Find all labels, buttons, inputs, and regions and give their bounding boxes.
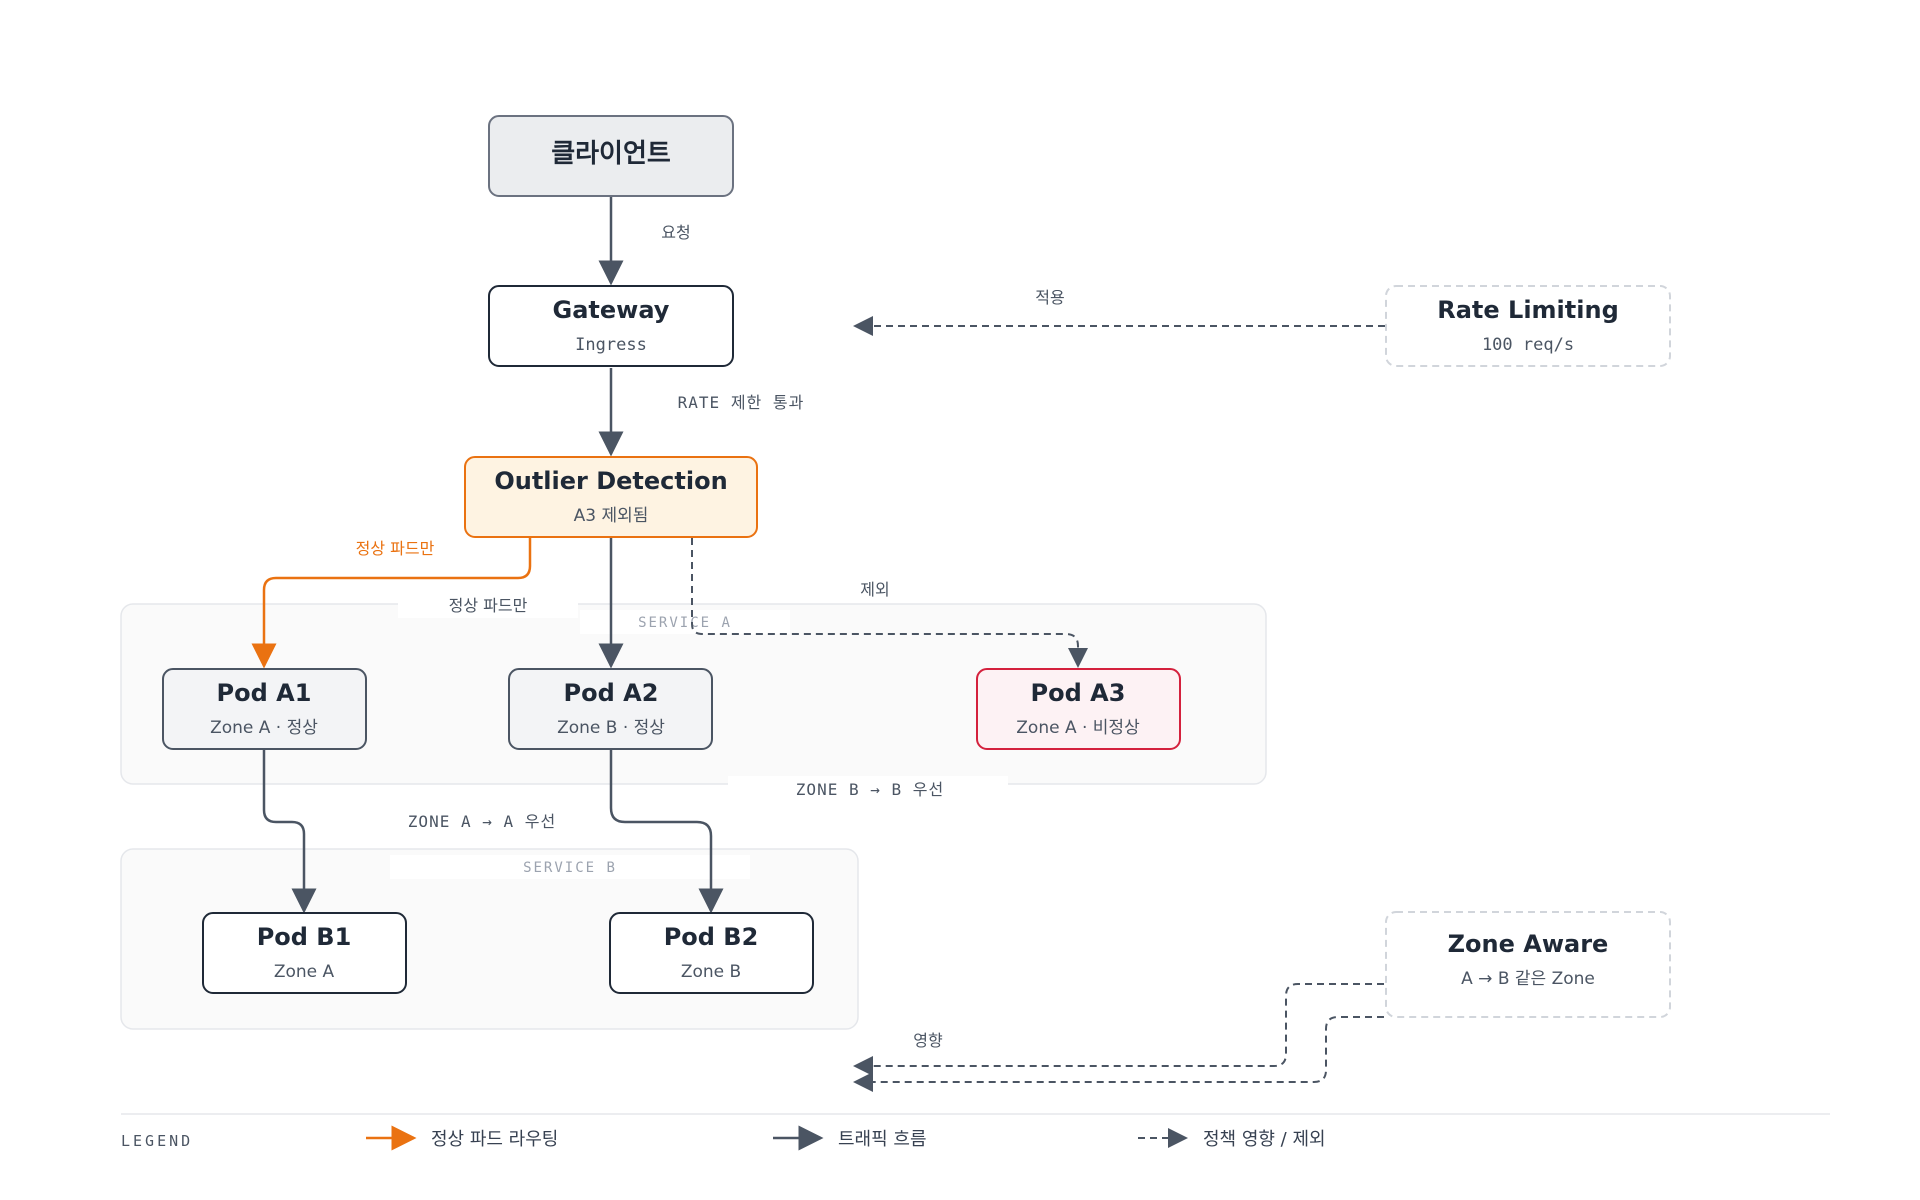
legend-label-healthy-routing: 정상 파드 라우팅 xyxy=(431,1129,558,1150)
edge-label-influence: 영향 xyxy=(913,1031,943,1050)
service-b-label: SERVICE B xyxy=(523,860,617,876)
edge-zone-influence: 영향 xyxy=(853,983,1384,1092)
node-rate-title: Rate Limiting xyxy=(1437,296,1619,324)
node-pod-b2[interactable]: Pod B2 Zone B xyxy=(609,912,814,994)
node-pod-b1-sub: Zone A xyxy=(274,962,335,982)
node-pod-a2-title: Pod A2 xyxy=(564,679,659,707)
edge-label-zone-b: ZONE B → B 우선 xyxy=(796,780,944,799)
legend-item-policy: 정책 영향 / 제외 xyxy=(1138,1128,1326,1150)
edge-pod-a2-pod-b2: ZONE B → B 우선 xyxy=(609,750,1008,914)
node-pod-b2-title: Pod B2 xyxy=(664,923,759,951)
node-outlier-detection[interactable]: Outlier Detection A3 제외됨 xyxy=(464,456,758,538)
legend-item-healthy-routing: 정상 파드 라우팅 xyxy=(366,1125,558,1151)
edge-label-apply: 적용 xyxy=(1035,288,1064,307)
edge-outlier-pod-a3: 제외 xyxy=(691,538,1088,668)
node-pod-b1-title: Pod B1 xyxy=(257,923,352,951)
edge-label-healthy: 정상 파드만 xyxy=(449,596,528,615)
node-pod-b1[interactable]: Pod B1 Zone A xyxy=(202,912,407,994)
node-zone-title: Zone Aware xyxy=(1448,930,1609,958)
edge-pod-a1-pod-b1: ZONE A → A 우선 xyxy=(262,750,556,914)
legend-item-traffic-flow: 트래픽 흐름 xyxy=(773,1125,927,1151)
node-pod-a3[interactable]: Pod A3 Zone A · 비정상 xyxy=(976,668,1181,750)
service-a-label: SERVICE A xyxy=(638,615,732,631)
node-client[interactable]: 클라이언트 xyxy=(488,115,734,197)
node-rate-sub: 100 req/s xyxy=(1482,335,1574,355)
node-pod-a1[interactable]: Pod A1 Zone A · 정상 xyxy=(162,668,367,750)
node-outlier-title: Outlier Detection xyxy=(494,467,727,495)
node-pod-a2[interactable]: Pod A2 Zone B · 정상 xyxy=(508,668,713,750)
node-gateway-title: Gateway xyxy=(553,296,670,324)
edge-client-gateway: 요청 xyxy=(598,197,691,286)
edge-label-zone-a: ZONE A → A 우선 xyxy=(408,812,556,831)
node-pod-a1-sub: Zone A · 정상 xyxy=(210,718,318,738)
edge-label-request: 요청 xyxy=(661,223,690,242)
edge-outlier-pod-a2: 정상 파드만 xyxy=(398,538,624,669)
edge-label-healthy-orange: 정상 파드만 xyxy=(356,539,435,558)
node-outlier-sub: A3 제외됨 xyxy=(574,506,649,526)
node-pod-a2-sub: Zone B · 정상 xyxy=(557,718,665,738)
node-zone-aware[interactable]: Zone Aware A → B 같은 Zone xyxy=(1385,911,1671,1018)
node-gateway[interactable]: Gateway Ingress xyxy=(488,285,734,367)
node-zone-sub: A → B 같은 Zone xyxy=(1461,969,1595,989)
legend-label-policy: 정책 영향 / 제외 xyxy=(1203,1129,1326,1150)
node-client-title: 클라이언트 xyxy=(551,139,671,169)
node-pod-a3-sub: Zone A · 비정상 xyxy=(1016,718,1140,738)
legend-title: LEGEND xyxy=(121,1132,193,1150)
edge-gateway-outlier: RATE 제한 통과 xyxy=(598,368,805,457)
node-pod-b2-sub: Zone B xyxy=(681,962,741,982)
node-pod-a1-title: Pod A1 xyxy=(217,679,312,707)
edge-outlier-pod-a1: 정상 파드만 xyxy=(251,538,532,669)
legend: LEGEND 정상 파드 라우팅 트래픽 흐름 정책 영향 / 제외 xyxy=(121,1113,1830,1151)
edge-rate-apply: 적용 xyxy=(853,288,1385,336)
edge-label-exclude: 제외 xyxy=(860,580,889,599)
edge-label-rate-pass: RATE 제한 통과 xyxy=(678,393,805,412)
node-pod-a3-title: Pod A3 xyxy=(1031,679,1126,707)
node-rate-limiting[interactable]: Rate Limiting 100 req/s xyxy=(1385,285,1671,367)
node-gateway-sub: Ingress xyxy=(575,335,647,355)
legend-label-traffic-flow: 트래픽 흐름 xyxy=(838,1129,927,1150)
